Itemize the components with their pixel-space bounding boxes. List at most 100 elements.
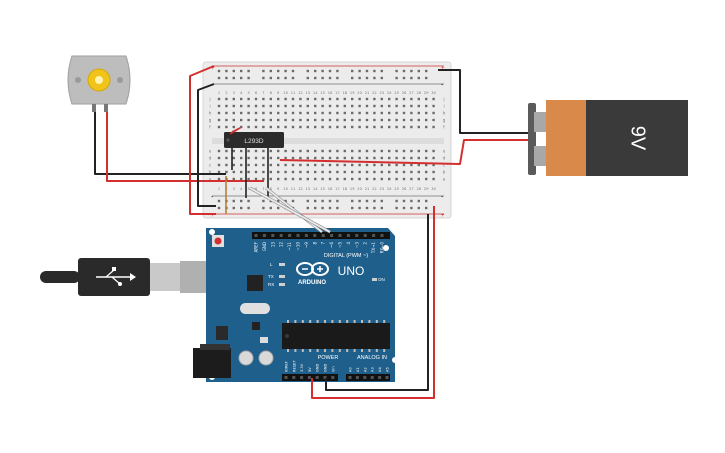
terminal-hole [402, 170, 406, 174]
header-pin[interactable] [331, 376, 335, 379]
header-pin[interactable] [279, 234, 283, 237]
terminal-hole [358, 118, 361, 122]
wire-battery-black[interactable] [438, 69, 528, 134]
wire-rail-minus-bridge[interactable] [197, 83, 216, 207]
header-pin[interactable] [355, 376, 359, 379]
column-number: 11 [291, 187, 296, 191]
motor-screw-left [75, 77, 81, 83]
terminal-hole [247, 163, 250, 167]
header-pin[interactable] [385, 376, 389, 379]
header-pin[interactable] [296, 234, 300, 237]
wire-arduino-gnd[interactable] [325, 214, 429, 391]
terminal-hole [225, 111, 228, 115]
rail-hole [262, 69, 265, 73]
header-pin[interactable] [348, 376, 352, 379]
power-pin-label: Vin [331, 366, 335, 372]
header-pin[interactable] [380, 234, 384, 237]
header-pin[interactable] [315, 376, 319, 379]
header-pin[interactable] [254, 234, 258, 237]
terminal-hole [432, 163, 435, 167]
column-number: 12 [298, 91, 303, 95]
ic-pin [383, 320, 386, 323]
header-pin[interactable] [330, 234, 334, 237]
terminal-hole [284, 163, 287, 167]
dc-motor[interactable] [67, 55, 131, 112]
wire-battery-red[interactable] [279, 139, 528, 165]
header-pin[interactable] [321, 234, 325, 237]
column-number: 29 [424, 187, 429, 191]
column-number: 14 [313, 187, 318, 191]
wire-motor-red[interactable] [106, 112, 264, 182]
terminal-hole [321, 163, 324, 167]
rail-hole [417, 206, 420, 210]
terminal-hole [410, 97, 413, 101]
header-pin[interactable] [378, 376, 382, 379]
terminal-hole [432, 118, 435, 122]
terminal-hole [277, 104, 280, 108]
rail-hole [277, 69, 280, 73]
rail-hole [425, 76, 428, 80]
rail-hole [232, 206, 235, 210]
wire-signal-1[interactable] [265, 187, 323, 233]
header-pin[interactable] [363, 376, 367, 379]
terminal-hole [277, 118, 280, 122]
header-pin[interactable] [370, 376, 374, 379]
column-number: 22 [372, 187, 377, 191]
column-number: 4 [240, 187, 243, 191]
digital-pin-label: RX←0 [380, 242, 385, 254]
header-pin[interactable] [262, 234, 266, 237]
rail-hole [425, 199, 428, 203]
terminal-hole [328, 170, 332, 174]
terminal-hole [247, 156, 250, 160]
terminal-hole [328, 118, 332, 122]
rail-hole [351, 76, 354, 80]
wire-motor-black[interactable] [94, 112, 226, 175]
rail-hole [373, 69, 376, 73]
usb-chip [247, 275, 263, 291]
column-number: 4 [240, 91, 243, 95]
terminal-hole [321, 111, 324, 115]
terminal-hole [262, 177, 265, 181]
header-pin[interactable] [292, 376, 296, 379]
header-pin[interactable] [323, 376, 327, 379]
terminal-hole [291, 163, 295, 167]
wire-arduino-5v[interactable] [311, 206, 435, 399]
header-pin[interactable] [304, 234, 308, 237]
wire-signal-2[interactable] [249, 187, 331, 233]
rail-hole [232, 199, 235, 203]
header-pin[interactable] [284, 376, 288, 379]
header-pin[interactable] [271, 234, 275, 237]
header-pin[interactable] [346, 234, 350, 237]
terminal-hole [291, 156, 295, 160]
header-pin[interactable] [355, 234, 359, 237]
battery-9v[interactable]: 9V [528, 100, 688, 176]
usb-cable[interactable] [40, 258, 228, 296]
terminal-hole [410, 177, 413, 181]
header-pin[interactable] [288, 234, 292, 237]
wire-chip-red-jumper[interactable] [229, 127, 241, 135]
rail-hole [277, 199, 280, 203]
terminal-hole [351, 177, 354, 181]
rail-hole [373, 206, 376, 210]
usb-plug-metal [150, 263, 180, 291]
l293d-chip[interactable]: L293D [224, 132, 284, 148]
ic-pin [383, 349, 386, 352]
header-pin[interactable] [300, 376, 304, 379]
power-jack[interactable] [193, 348, 231, 378]
terminal-hole [365, 111, 369, 115]
header-pin[interactable] [338, 234, 342, 237]
header-pin[interactable] [363, 234, 367, 237]
terminal-hole [417, 156, 420, 160]
wire-rail-plus-bridge[interactable] [189, 65, 216, 215]
rail-hole [306, 206, 309, 210]
terminal-hole [262, 111, 265, 115]
header-pin[interactable] [313, 234, 317, 237]
header-pin[interactable] [372, 234, 376, 237]
row-letter: i [443, 104, 444, 109]
header-pin[interactable] [307, 376, 311, 379]
mount-hole-tr [383, 245, 389, 251]
terminal-hole [351, 170, 354, 174]
row-letter: j [208, 97, 210, 102]
